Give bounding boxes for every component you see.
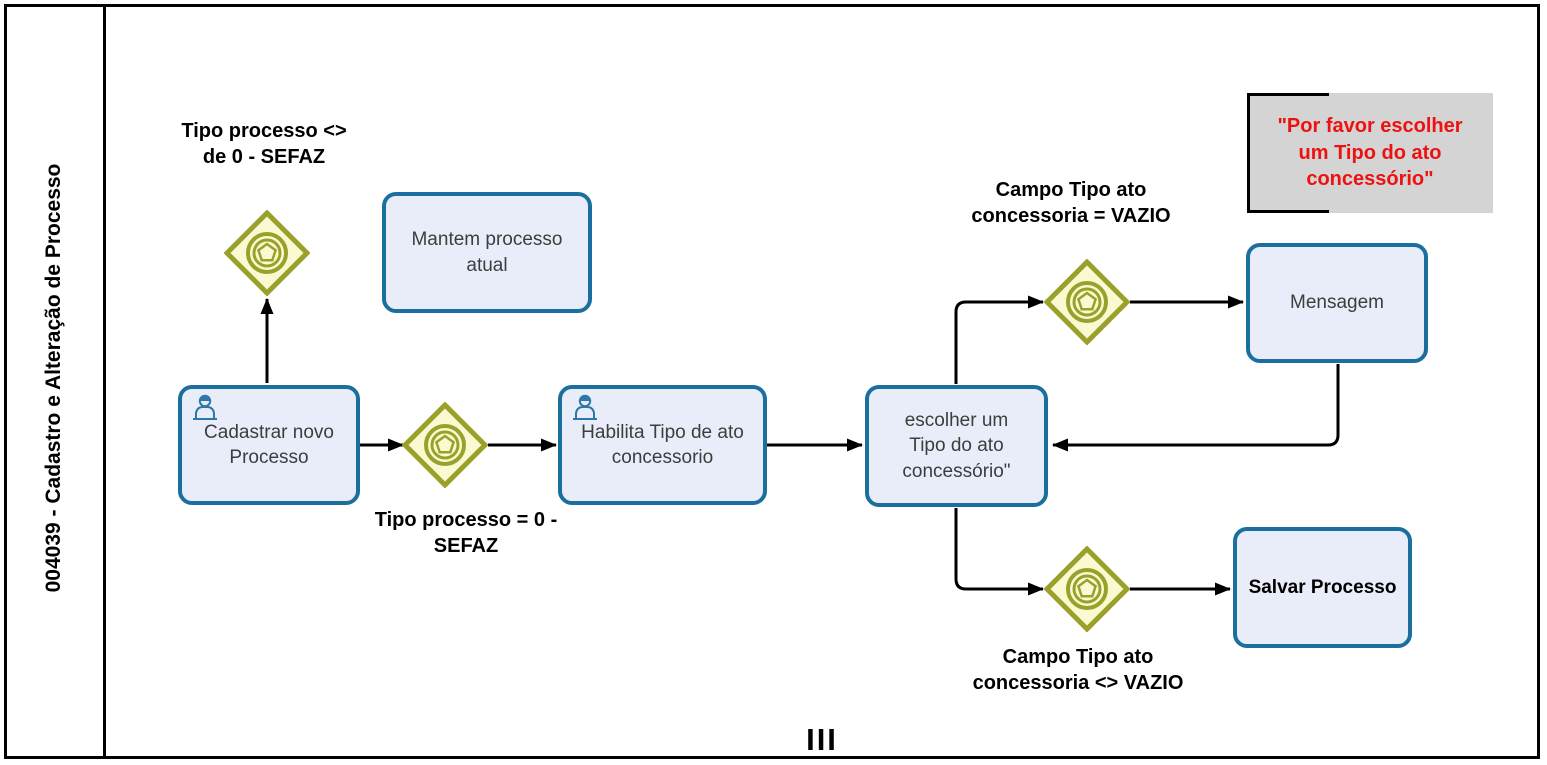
- flow-label-campo-nao-vazio: Campo Tipo ato concessoria <> VAZIO: [972, 646, 1184, 694]
- task-label: Habilita Tipo de ato concessorio: [581, 421, 744, 468]
- task-cadastrar-novo-processo: Cadastrar novo Processo: [178, 385, 360, 505]
- task-mensagem: Mensagem: [1246, 243, 1428, 363]
- lane-title: 004039 - Cadastro e Alteração de Process…: [42, 163, 65, 593]
- event-gateway-icon-nao-vazio: [1044, 546, 1130, 632]
- task-label: Cadastrar novo Processo: [204, 421, 334, 468]
- task-label: Mantem processo atual: [411, 229, 563, 276]
- task-label: Mensagem: [1290, 292, 1384, 314]
- task-label: Salvar Processo: [1248, 576, 1397, 598]
- lane-divider: [103, 4, 106, 759]
- user-task-icon: [193, 394, 217, 420]
- task-habilita-tipo-ato: Habilita Tipo de ato concessorio: [558, 385, 767, 505]
- multi-instance-marker: III: [806, 722, 838, 757]
- annotation-text: "Por favor escolher um Tipo do ato conce…: [1277, 115, 1463, 191]
- annotation-bracket: [1247, 93, 1329, 213]
- task-mantem-processo-atual: Mantem processo atual: [382, 192, 592, 313]
- flow-label-campo-vazio: Campo Tipo ato concessoria = VAZIO: [971, 179, 1171, 227]
- event-gateway-icon-vazio: [1044, 259, 1130, 345]
- task-label: escolher um Tipo do ato concessório": [902, 410, 1011, 482]
- text-annotation: "Por favor escolher um Tipo do ato conce…: [1247, 93, 1493, 213]
- user-task-icon: [573, 394, 597, 420]
- flow-label-tipo-processo-igual: Tipo processo = 0 - SEFAZ: [374, 509, 558, 557]
- task-escolher-tipo-ato: escolher um Tipo do ato concessório": [865, 385, 1048, 507]
- flow-label-tipo-processo-diferente: Tipo processo <> de 0 - SEFAZ: [181, 120, 347, 168]
- pool-frame: [4, 4, 1540, 759]
- event-gateway-icon-top: [224, 210, 310, 296]
- event-gateway-icon-mid: [402, 402, 488, 488]
- task-salvar-processo: Salvar Processo: [1233, 527, 1412, 648]
